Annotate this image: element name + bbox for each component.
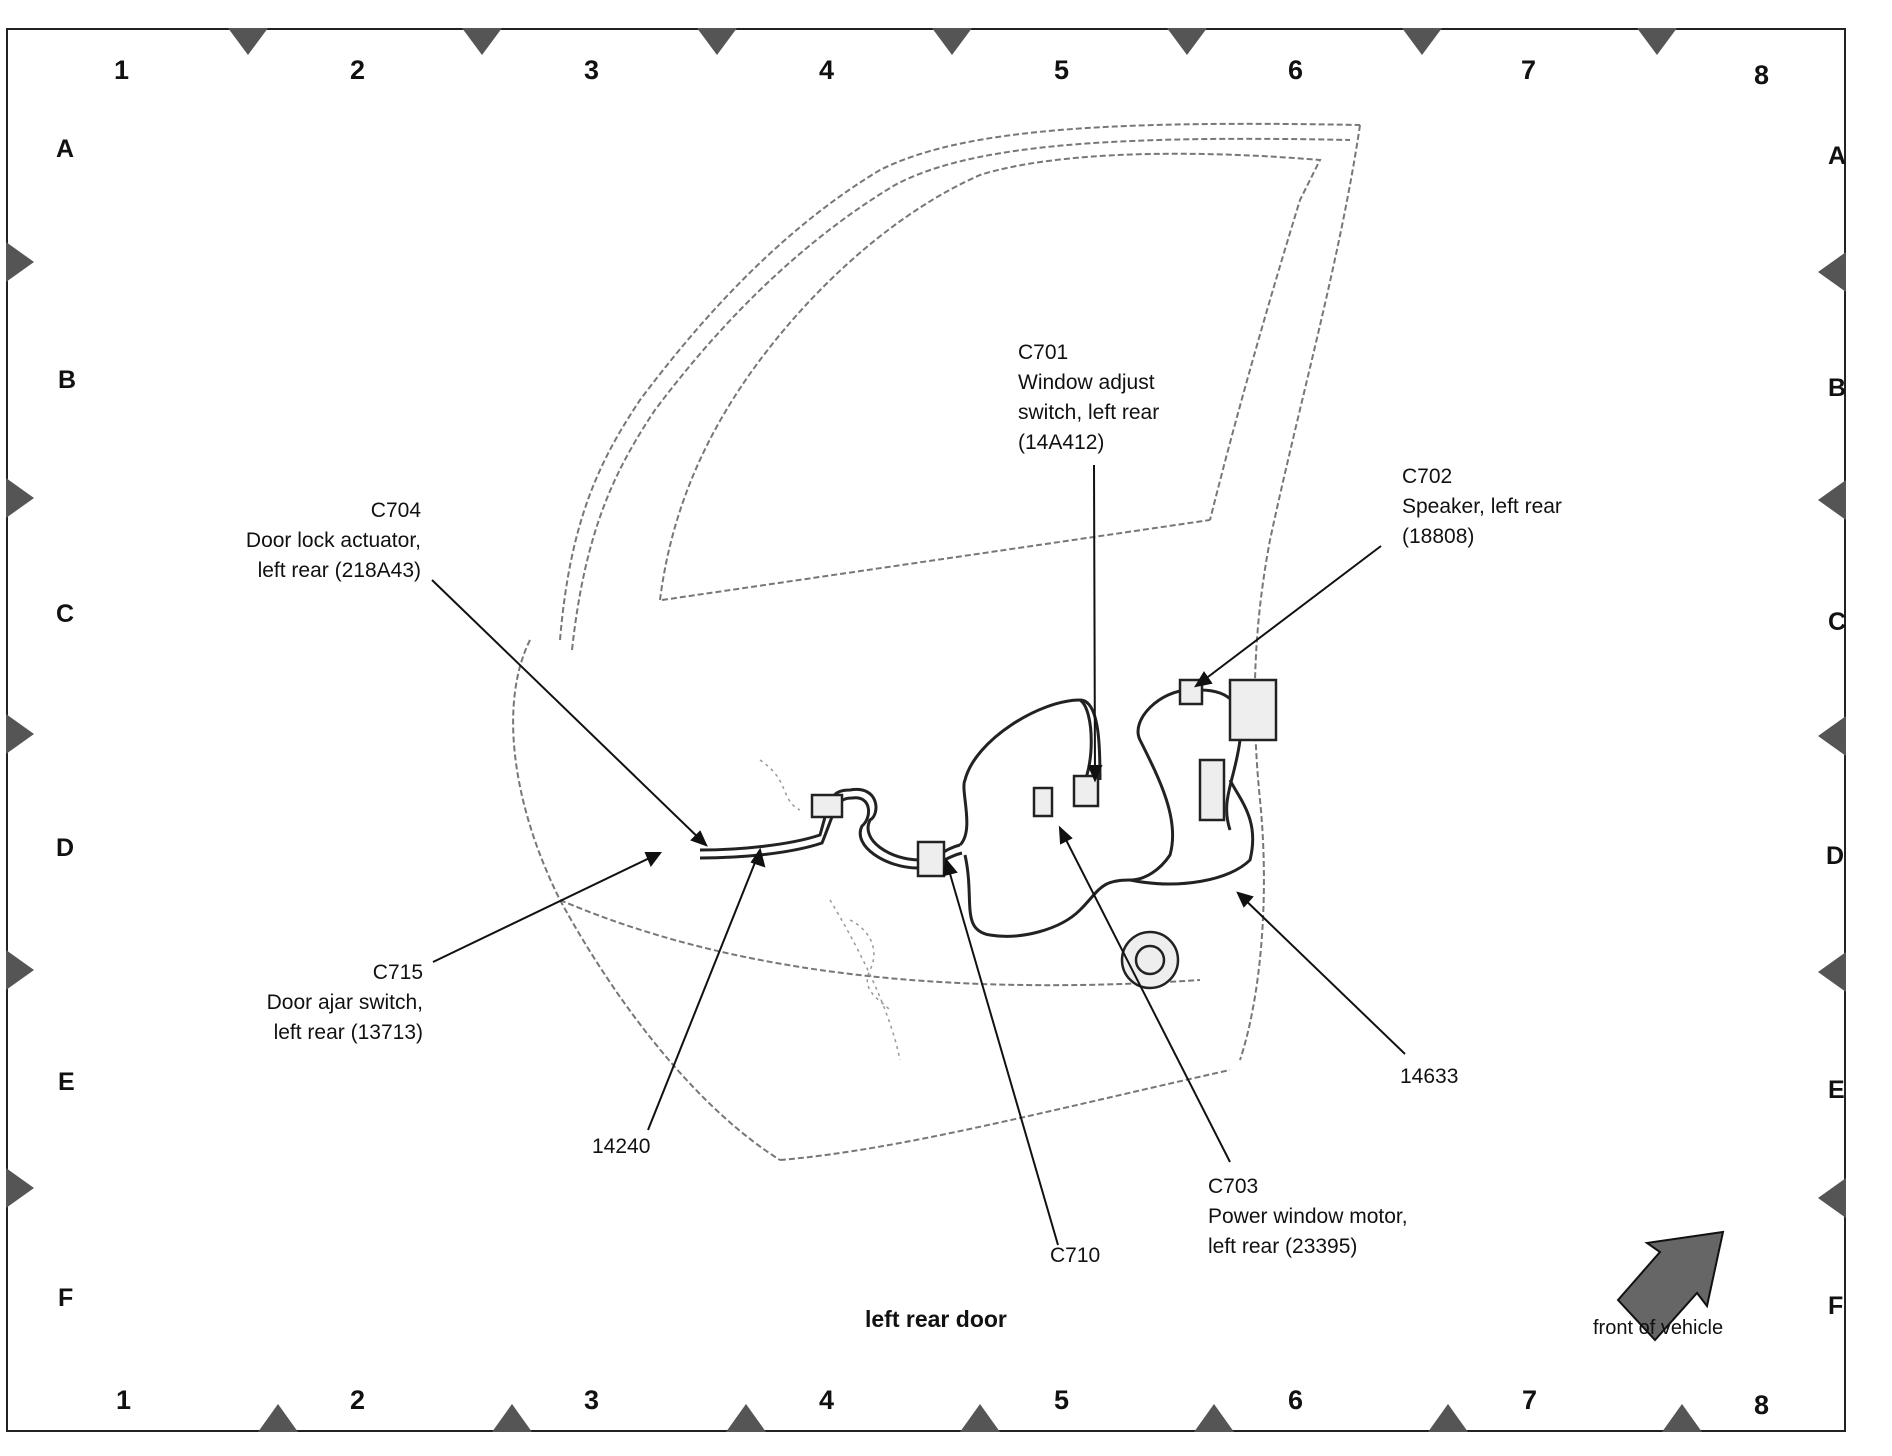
grid-col-6-bottom: 6 [1288, 1385, 1304, 1415]
grid-col-1-bottom: 1 [116, 1385, 132, 1415]
front-of-vehicle-icon [1616, 1230, 1725, 1342]
grid-col-3-bottom: 3 [584, 1385, 600, 1415]
grid-col-8-bottom: 8 [1754, 1390, 1770, 1420]
door-outline [512, 122, 1361, 1161]
grid-row-f-left: F [58, 1284, 74, 1312]
callout-14240: 14240 [592, 1135, 651, 1158]
connectors [810, 678, 1278, 990]
grid-row-d-right: D [1826, 842, 1845, 870]
callout-c710: C710 [1050, 1244, 1101, 1267]
grid-col-5-top: 5 [1054, 55, 1070, 85]
grid-row-a-left: A [56, 135, 75, 163]
grid-row-a-right: A [1828, 142, 1847, 170]
callout-c701: C701 Window adjust switch, left rear (14… [1018, 341, 1160, 454]
callout-c703: C703 Power window motor, left rear (2339… [1208, 1175, 1408, 1258]
grid-col-7-top: 7 [1521, 55, 1537, 85]
grid-col-1-top: 1 [114, 55, 130, 85]
grid-row-c-left: C [56, 600, 75, 628]
grid-row-c-right: C [1828, 608, 1847, 636]
grid-row-e-left: E [58, 1068, 75, 1096]
diagram-title: left rear door [865, 1306, 1007, 1332]
wiring-harness [699, 688, 1255, 938]
front-of-vehicle-label: front of vehicle [1593, 1317, 1724, 1339]
grid-row-e-right: E [1828, 1076, 1845, 1104]
border-ticks [6, 28, 1846, 1432]
grid-row-b-right: B [1828, 374, 1847, 402]
grid-row-f-right: F [1828, 1292, 1844, 1320]
leader-lines [431, 464, 1406, 1246]
callout-c704: C704 Door lock actuator, left rear (218A… [245, 499, 421, 582]
grid-col-6-top: 6 [1288, 55, 1304, 85]
callout-c715: C715 Door ajar switch, left rear (13713) [266, 961, 423, 1044]
grid-col-8-top: 8 [1754, 60, 1770, 90]
callout-c702: C702 Speaker, left rear (18808) [1402, 465, 1562, 548]
grid-col-5-bottom: 5 [1054, 1385, 1070, 1415]
inner-panel [759, 759, 901, 1061]
grid-col-2-top: 2 [350, 55, 366, 85]
grid-col-2-bottom: 2 [350, 1385, 366, 1415]
grid-col-3-top: 3 [584, 55, 600, 85]
grid-col-4-bottom: 4 [819, 1385, 835, 1415]
grid-col-7-bottom: 7 [1522, 1385, 1538, 1415]
grid-col-4-top: 4 [819, 55, 835, 85]
callout-14633: 14633 [1400, 1065, 1459, 1088]
grid-row-d-left: D [56, 834, 75, 862]
grid-row-b-left: B [58, 366, 77, 394]
